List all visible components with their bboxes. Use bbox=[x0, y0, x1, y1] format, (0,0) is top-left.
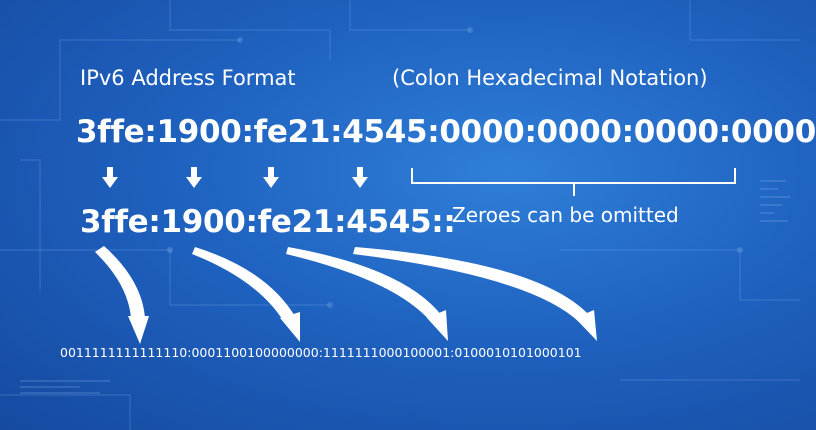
zeroes-omitted-note: Zeroes can be omitted bbox=[452, 203, 679, 227]
full-ipv6-address: 3ffe:1900:fe21:4545:0000:0000:0000:0000 bbox=[76, 114, 816, 150]
heading-notation: (Colon Hexadecimal Notation) bbox=[392, 66, 708, 90]
down-arrow-icon bbox=[263, 167, 279, 188]
binary-address: 0011111111111110:0001100100000000:111111… bbox=[60, 345, 582, 360]
curved-arrow-icon bbox=[95, 246, 149, 344]
curved-arrow-icon bbox=[286, 247, 448, 341]
down-arrow-icon bbox=[186, 167, 202, 188]
heading-ipv6-format: IPv6 Address Format bbox=[80, 66, 296, 90]
compressed-ipv6-address: 3ffe:1900:fe21:4545:: bbox=[80, 204, 456, 240]
down-arrow-icon bbox=[352, 167, 368, 188]
down-arrow-icon bbox=[102, 167, 118, 188]
curved-arrow-icon bbox=[192, 247, 300, 342]
curved-arrow-icon bbox=[353, 247, 597, 341]
zero-groups-bracket bbox=[411, 168, 736, 196]
